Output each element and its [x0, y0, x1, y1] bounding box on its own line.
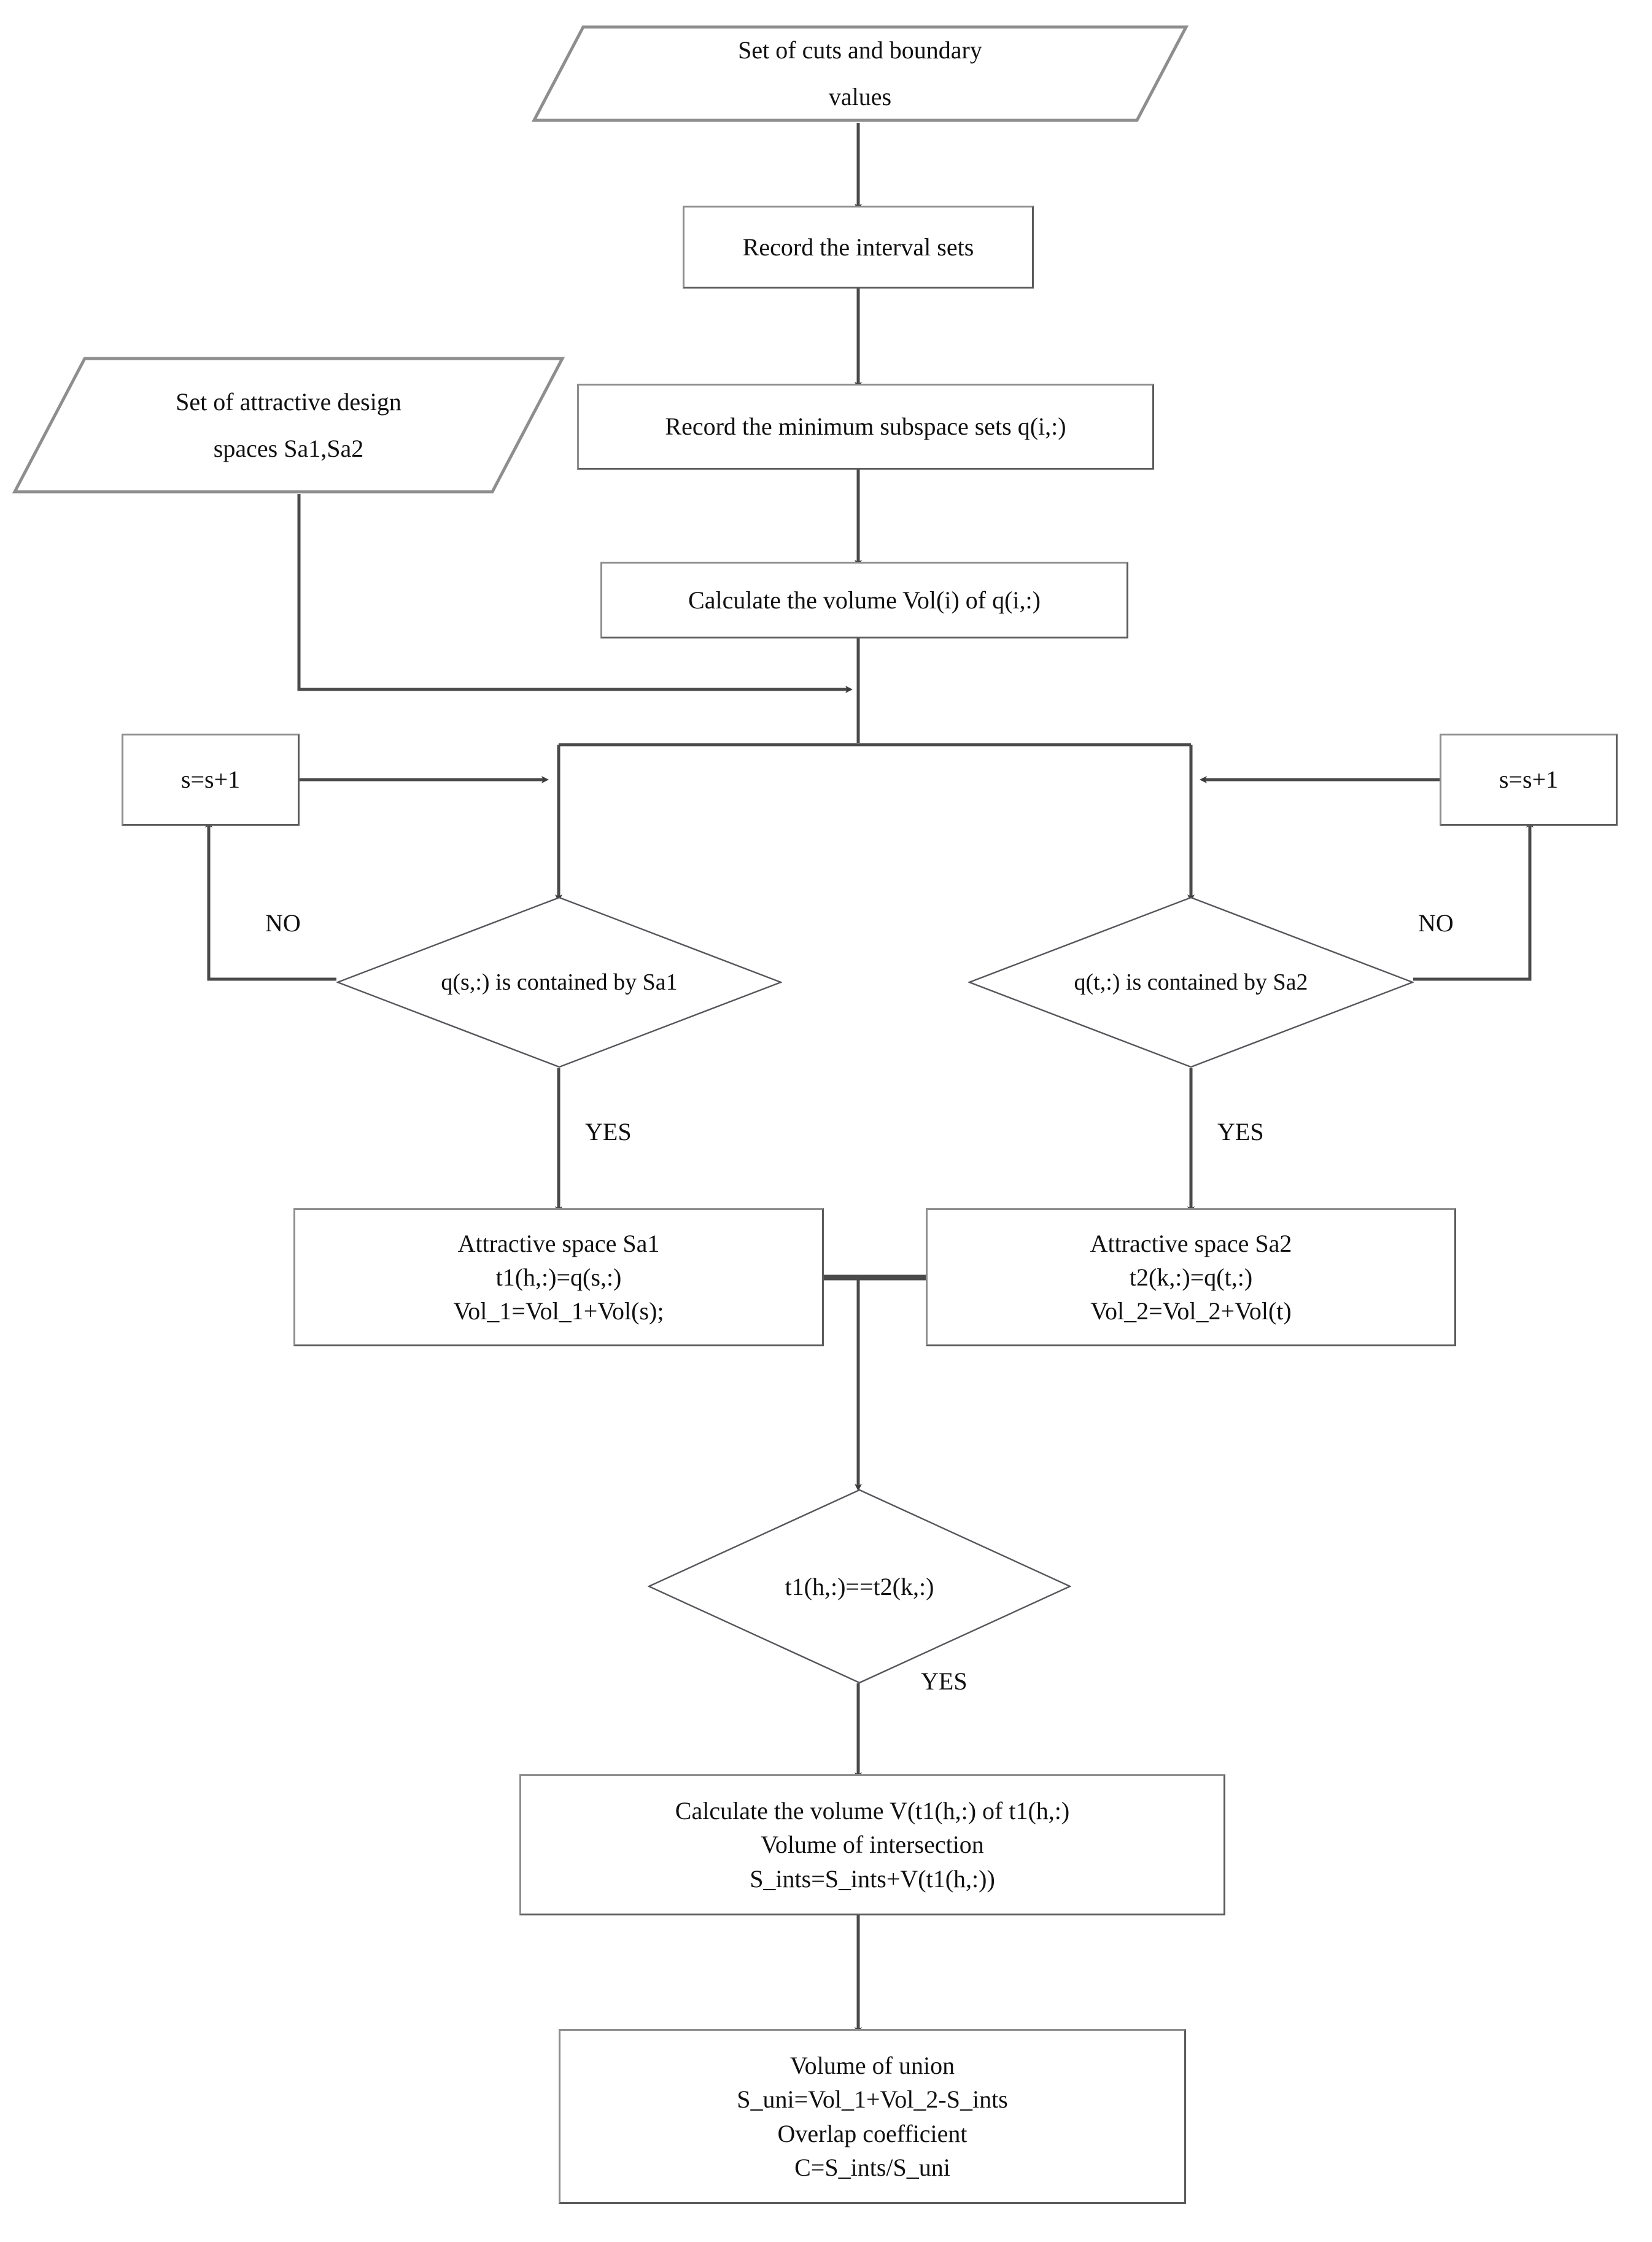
parallelogram-shape: [12, 357, 565, 494]
node-input-spaces: Set of attractive design spaces Sa1,Sa2: [12, 356, 565, 494]
record-intervals-label: Record the interval sets: [742, 233, 974, 261]
space-sa2-label: Attractive space Sa2 t2(k,:)=q(t,:) Vol_…: [1090, 1229, 1292, 1325]
edge-label-no-left: NO: [265, 909, 301, 937]
node-increment-left: s=s+1: [122, 734, 300, 826]
increment-right-label: s=s+1: [1499, 766, 1559, 794]
node-input-cuts: Set of cuts and boundary values: [531, 25, 1189, 123]
space-sa1-label: Attractive space Sa1 t1(h,:)=q(s,:) Vol_…: [453, 1229, 664, 1325]
node-decision-equal: t1(h,:)==t2(k,:): [648, 1489, 1071, 1684]
node-decision-sa2: q(t,:) is contained by Sa2: [968, 896, 1414, 1068]
calc-union-label: Volume of union S_uni=Vol_1+Vol_2-S_ints…: [737, 2052, 1008, 2181]
node-space-sa1: Attractive space Sa1 t1(h,:)=q(s,:) Vol_…: [293, 1208, 824, 1346]
node-decision-sa1: q(s,:) is contained by Sa1: [336, 896, 782, 1068]
edge-no-left: [205, 820, 336, 981]
node-record-intervals: Record the interval sets: [683, 206, 1034, 289]
diamond-shape: [648, 1489, 1071, 1684]
node-increment-right: s=s+1: [1440, 734, 1618, 826]
edge-no-right: [1413, 820, 1534, 981]
calc-intersection-label: Calculate the volume V(t1(h,:) of t1(h,:…: [675, 1797, 1070, 1893]
node-calc-union: Volume of union S_uni=Vol_1+Vol_2-S_ints…: [559, 2029, 1186, 2204]
increment-left-label: s=s+1: [180, 766, 241, 794]
edge-label-no-right: NO: [1418, 909, 1454, 937]
diamond-shape: [336, 896, 782, 1068]
edge-label-yes-left: YES: [585, 1118, 632, 1146]
calc-volume-label: Calculate the volume Vol(i) of q(i,:): [688, 586, 1041, 614]
node-calc-intersection: Calculate the volume V(t1(h,:) of t1(h,:…: [519, 1774, 1225, 1915]
node-record-subspaces: Record the minimum subspace sets q(i,:): [577, 384, 1154, 470]
edge-label-yes-right: YES: [1217, 1118, 1264, 1146]
node-space-sa2: Attractive space Sa2 t2(k,:)=q(t,:) Vol_…: [926, 1208, 1456, 1346]
edge-label-yes-bottom: YES: [921, 1667, 968, 1695]
record-subspaces-label: Record the minimum subspace sets q(i,:): [665, 413, 1066, 441]
diamond-shape: [968, 896, 1414, 1068]
node-calc-volume: Calculate the volume Vol(i) of q(i,:): [600, 562, 1128, 638]
parallelogram-shape: [531, 25, 1189, 122]
